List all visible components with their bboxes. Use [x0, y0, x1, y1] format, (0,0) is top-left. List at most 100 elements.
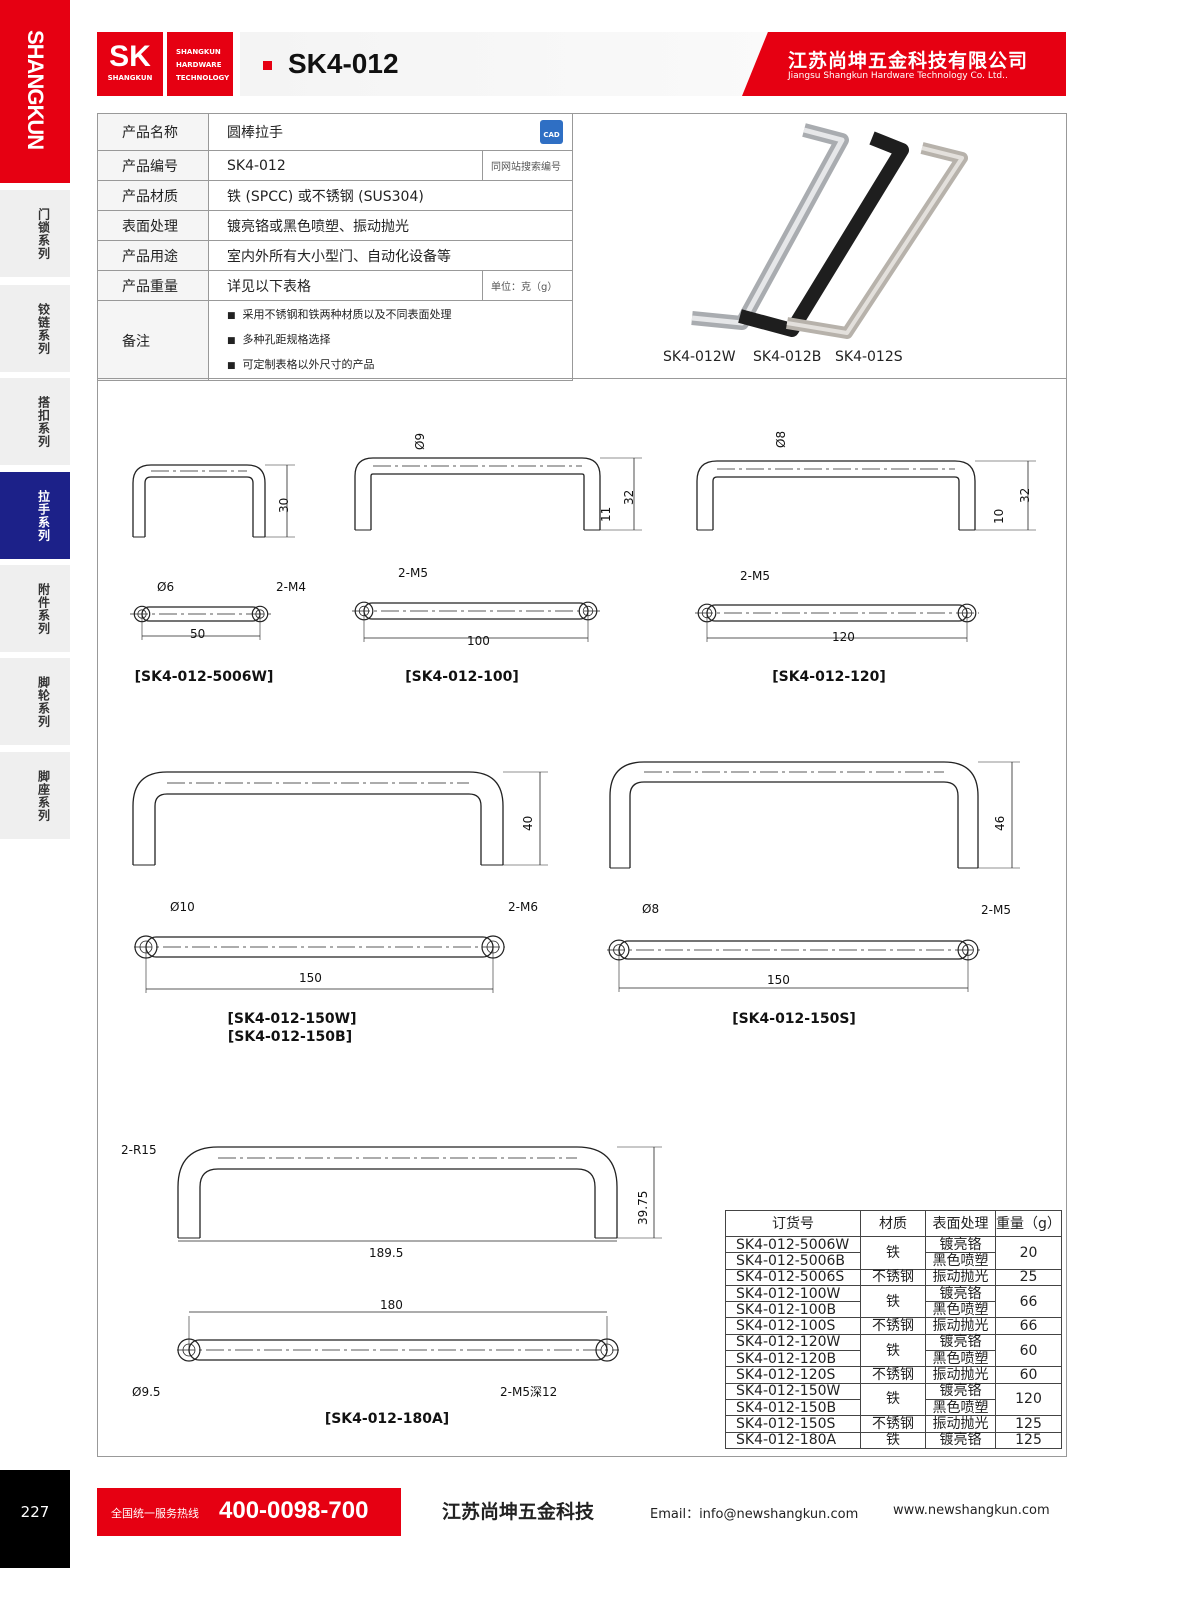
sidebar-item-casters[interactable]: 脚轮系列 — [0, 658, 70, 745]
title-bar — [240, 32, 800, 96]
drawing-label: [SK4-012-150B] — [228, 1029, 352, 1045]
handle-front-view — [609, 761, 979, 868]
sidebar-item-feet[interactable]: 脚座系列 — [0, 752, 70, 839]
dim-height: 39.75 — [636, 1191, 650, 1225]
finish: 镀亮铬 — [925, 1382, 996, 1400]
sidebar-item-accessories[interactable]: 附件系列 — [0, 565, 70, 652]
dim-height: 32 — [622, 490, 636, 505]
order-code: SK4-012-120B — [725, 1350, 861, 1368]
footer-website[interactable]: www.newshangkun.com — [893, 1503, 1050, 1518]
dim-thread: 2-M6 — [508, 900, 538, 914]
drawing-label: [SK4-012-120] — [772, 669, 886, 685]
drawing-label: [SK4-012-100] — [405, 669, 519, 685]
spec-row: 产品用途室内外所有大小型门、自动化设备等 — [97, 240, 573, 271]
order-code: SK4-012-5006B — [725, 1252, 861, 1270]
brand-vertical-text: SHANGKUN — [23, 30, 48, 150]
sidebar-item-label: 附件系列 — [36, 582, 51, 635]
note-item: 多种孔距规格选择 — [227, 328, 572, 353]
handle-front-view-inner — [199, 1168, 596, 1238]
dim-width: 189.5 — [369, 1246, 403, 1260]
logo-sub: SHANGKUN — [107, 74, 153, 82]
cad-download-icon[interactable]: CAD — [540, 120, 563, 144]
spec-value: 铁 (SPCC) 或不锈钢 (SUS304) — [208, 180, 573, 211]
order-code: SK4-012-5006S — [725, 1268, 861, 1286]
dim-diameter: Ø9 — [413, 433, 427, 450]
column-header: 重量（g） — [995, 1210, 1062, 1237]
material: 不锈钢 — [860, 1317, 926, 1335]
logo-text: SHANGKUN HARDWARE TECHNOLOGY — [167, 32, 233, 96]
sidebar-item-label: 铰链系列 — [36, 302, 51, 355]
handle-front-view — [177, 1146, 618, 1238]
order-code: SK4-012-120W — [725, 1333, 861, 1352]
hotline-label: 全国统一服务热线 — [111, 1507, 199, 1520]
handle-front-view — [354, 457, 601, 530]
dim-diameter: Ø8 — [774, 431, 788, 448]
sidebar-item-hinges[interactable]: 铰链系列 — [0, 285, 70, 372]
dim-height: 30 — [277, 498, 291, 513]
hotline-box: 全国统一服务热线 400-0098-700 — [97, 1488, 401, 1536]
weight: 60 — [995, 1366, 1062, 1384]
finish: 振动抛光 — [925, 1317, 996, 1335]
weight: 120 — [995, 1382, 1062, 1417]
dim-diameter: Ø9.5 — [132, 1385, 161, 1399]
table-header-row: 订货号 材质 表面处理 重量（g） — [725, 1210, 1062, 1237]
finish: 镀亮铬 — [925, 1235, 996, 1254]
finish: 振动抛光 — [925, 1268, 996, 1286]
dim-pitch: 180 — [380, 1298, 403, 1312]
logo-line: TECHNOLOGY — [176, 74, 230, 82]
sidebar-item-hasps[interactable]: 搭扣系列 — [0, 378, 70, 465]
order-code: SK4-012-100W — [725, 1284, 861, 1303]
dim-pitch: 100 — [467, 634, 490, 648]
weight: 25 — [995, 1268, 1062, 1286]
dim-height: 40 — [521, 816, 535, 831]
photo-caption: SK4-012B — [753, 349, 822, 365]
order-code: SK4-012-150W — [725, 1382, 861, 1400]
hotline-number: 400-0098-700 — [219, 1497, 369, 1524]
finish: 振动抛光 — [925, 1366, 996, 1384]
dim-thread: 2-M5 — [981, 903, 1011, 917]
finish: 黑色喷塑 — [925, 1350, 996, 1368]
finish: 镀亮铬 — [925, 1431, 996, 1449]
dim-pitch: 50 — [190, 627, 205, 641]
order-code: SK4-012-100B — [725, 1301, 861, 1319]
dim-height: 46 — [993, 816, 1007, 831]
spec-extra: 单位：克（g） — [482, 270, 573, 301]
company-banner — [742, 32, 1066, 96]
page-number: 227 — [0, 1470, 70, 1568]
material: 铁 — [860, 1284, 926, 1319]
handle-front-view-inner — [144, 476, 254, 537]
title-bullet-icon — [263, 61, 272, 70]
dim-depth: 10 — [992, 509, 1006, 524]
material: 铁 — [860, 1431, 926, 1449]
company-name-en: Jiangsu Shangkun Hardware Technology Co.… — [788, 71, 1008, 81]
sidebar-item-handles[interactable]: 拉手系列 — [0, 472, 70, 559]
footer-email[interactable]: Email：info@newshangkun.com — [650, 1507, 859, 1522]
spec-extra: 同网站搜索编号 — [482, 150, 573, 181]
dim-pitch: 120 — [832, 630, 855, 644]
column-header: 订货号 — [725, 1210, 861, 1237]
table-row: SK4-012-120B 黑色喷塑 — [725, 1350, 1062, 1368]
finish: 振动抛光 — [925, 1415, 996, 1433]
finish: 黑色喷塑 — [925, 1398, 996, 1417]
weight: 125 — [995, 1431, 1062, 1449]
material: 铁 — [860, 1382, 926, 1417]
dim-thread: 2-M5深12 — [500, 1385, 557, 1399]
sidebar-item-door-locks[interactable]: 门锁系列 — [0, 190, 70, 277]
logo-mark: SK — [109, 40, 151, 73]
company-name-cn: 江苏尚坤五金科技有限公司 — [788, 50, 1029, 72]
material: 铁 — [860, 1333, 926, 1368]
handle-front-view-inner — [712, 476, 960, 530]
photo-caption: SK4-012W — [663, 349, 736, 365]
finish: 黑色喷塑 — [925, 1301, 996, 1319]
drawing-label: [SK4-012-180A] — [325, 1411, 449, 1427]
spec-label: 产品用途 — [97, 240, 209, 271]
dim-thread: 2-M5 — [740, 569, 770, 583]
